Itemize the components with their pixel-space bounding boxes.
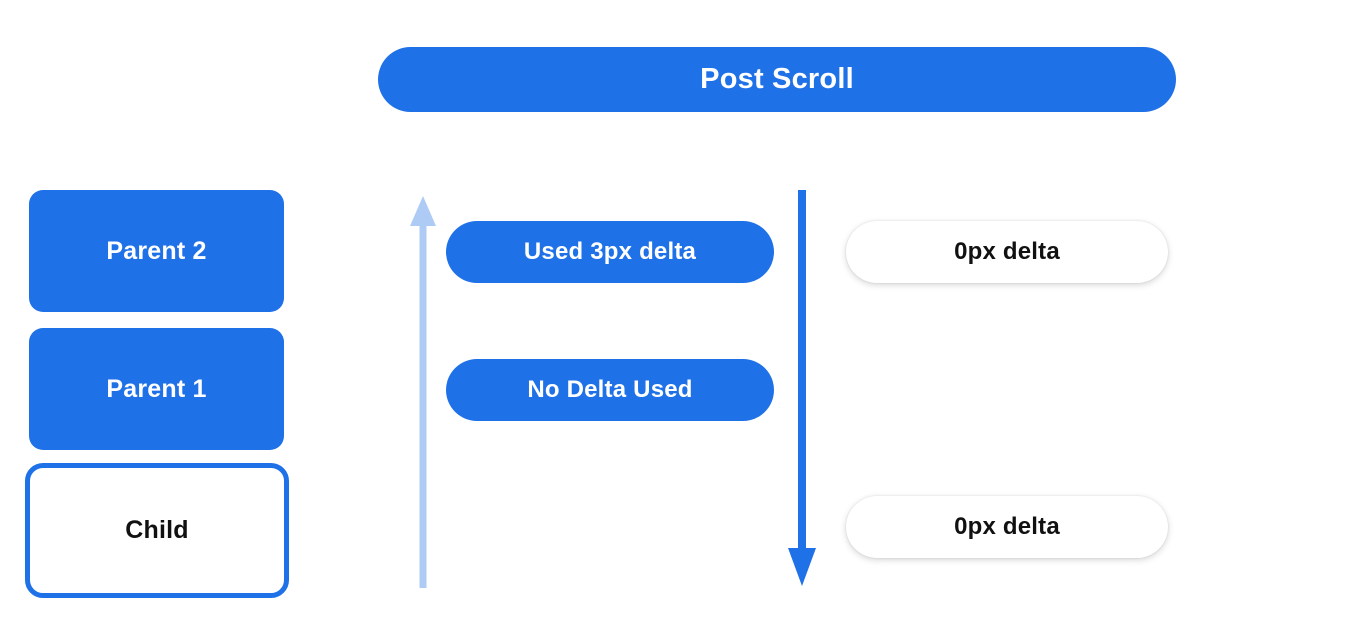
box-child: Child (25, 463, 289, 598)
box-parent-1: Parent 1 (29, 328, 284, 450)
pill-used-3px-delta-label: Used 3px delta (523, 238, 697, 265)
box-child-label: Child (125, 516, 189, 544)
pill-zero-delta-top: 0px delta (846, 221, 1168, 283)
banner-title: Post Scroll (700, 63, 854, 95)
up-arrow-icon (410, 196, 436, 588)
box-parent-1-label: Parent 1 (106, 374, 207, 403)
pill-no-delta-used: No Delta Used (446, 359, 774, 421)
pill-used-3px-delta: Used 3px delta (446, 221, 774, 283)
pill-zero-delta-bottom-label: 0px delta (954, 513, 1060, 540)
box-parent-2: Parent 2 (29, 190, 284, 312)
down-arrow-icon (788, 190, 816, 586)
pill-no-delta-used-label: No Delta Used (527, 376, 693, 403)
box-parent-2-label: Parent 2 (106, 236, 207, 265)
pill-zero-delta-bottom: 0px delta (846, 496, 1168, 558)
pill-zero-delta-top-label: 0px delta (954, 238, 1060, 265)
post-scroll-banner: Post Scroll (378, 47, 1176, 112)
